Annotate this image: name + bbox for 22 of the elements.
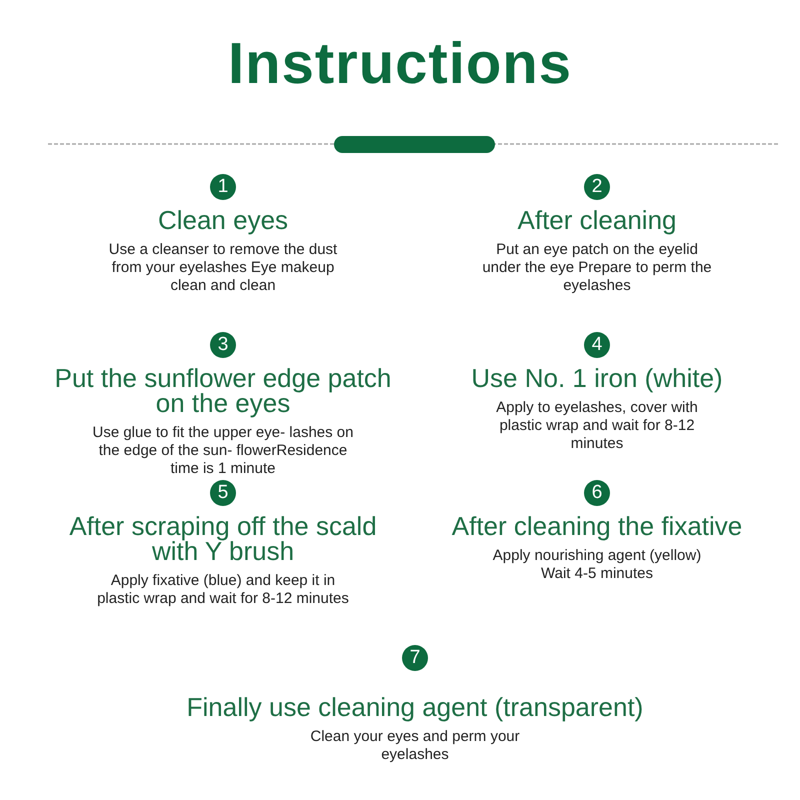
step-description: Clean your eyes and perm your eyelashes xyxy=(309,728,521,764)
page-title: Instructions xyxy=(227,30,573,97)
step-heading: After scraping off the scald with Y brush xyxy=(68,514,378,564)
step-description: Use a cleanser to remove the dust from your eyelashes Eye makeup clean and clean xyxy=(108,241,338,295)
step-heading: Finally use cleaning agent (transparent) xyxy=(186,695,644,720)
step-number-badge: 3 xyxy=(210,332,236,358)
step-number-badge: 5 xyxy=(210,480,236,506)
step-number-badge: 7 xyxy=(402,645,428,671)
step-description: Put an eye patch on the eyelid under the eye Prepare to perm the eyelashes xyxy=(481,241,713,295)
step-heading: Use No. 1 iron (white) xyxy=(471,366,723,391)
step-heading: After cleaning the fixative xyxy=(452,514,742,539)
step-description: Apply fixative (blue) and keep it in plastic wrap and wait for 8-12 minutes xyxy=(96,572,350,608)
step-description: Apply nourishing agent (yellow) Wait 4-5 minutes xyxy=(492,547,702,583)
step-heading: After cleaning xyxy=(518,208,676,233)
step-number-badge: 4 xyxy=(584,332,610,358)
step-number-badge: 6 xyxy=(584,480,610,506)
step-description: Apply to eyelashes, cover with plastic wrap and wait for 8-12 minutes xyxy=(495,399,699,453)
step-heading: Put the sunflower edge patch on the eyes xyxy=(54,366,392,416)
step-description: Use glue to fit the upper eye- lashes on the edge of the sun- flowerResidence time is 1 minute xyxy=(92,424,354,478)
step-heading: Clean eyes xyxy=(158,208,288,233)
step-number-badge: 2 xyxy=(584,174,610,200)
step-number-badge: 1 xyxy=(210,174,236,200)
